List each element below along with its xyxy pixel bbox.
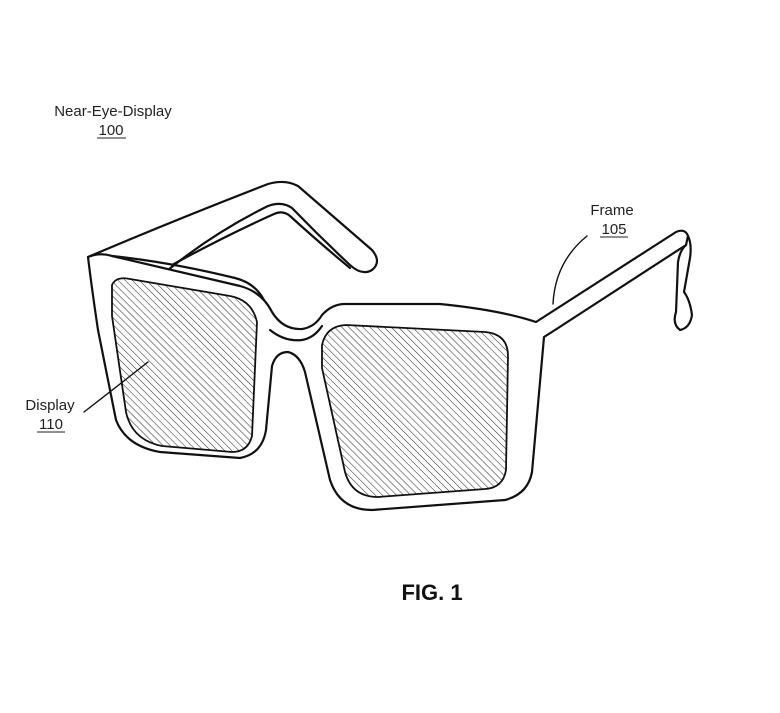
display-label-number: 110 [39, 416, 63, 433]
display-label-name: Display [25, 397, 75, 414]
figure-title: FIG. 1 [401, 580, 462, 605]
frame-label-number: 105 [601, 221, 626, 238]
frame-leader-line [552, 235, 588, 305]
left-temple-arm [86, 180, 379, 274]
left-lens-display [111, 277, 258, 453]
device-label-name: Near-Eye-Display [54, 103, 172, 120]
bridge-detail [268, 324, 324, 342]
frame-label: Frame 105 [590, 202, 633, 238]
device-label-number: 100 [98, 122, 123, 139]
display-label: Display 110 [25, 397, 75, 433]
device-label: Near-Eye-Display 100 [54, 103, 172, 139]
display-leader-line [83, 361, 149, 413]
frame-label-name: Frame [590, 202, 633, 219]
right-lens-display [321, 324, 509, 498]
frame-top-edge [110, 254, 266, 302]
glasses-drawing [86, 180, 694, 512]
right-temple-arm [673, 234, 694, 332]
leader-lines [83, 235, 588, 413]
left-temple-inner-edge [170, 211, 352, 270]
